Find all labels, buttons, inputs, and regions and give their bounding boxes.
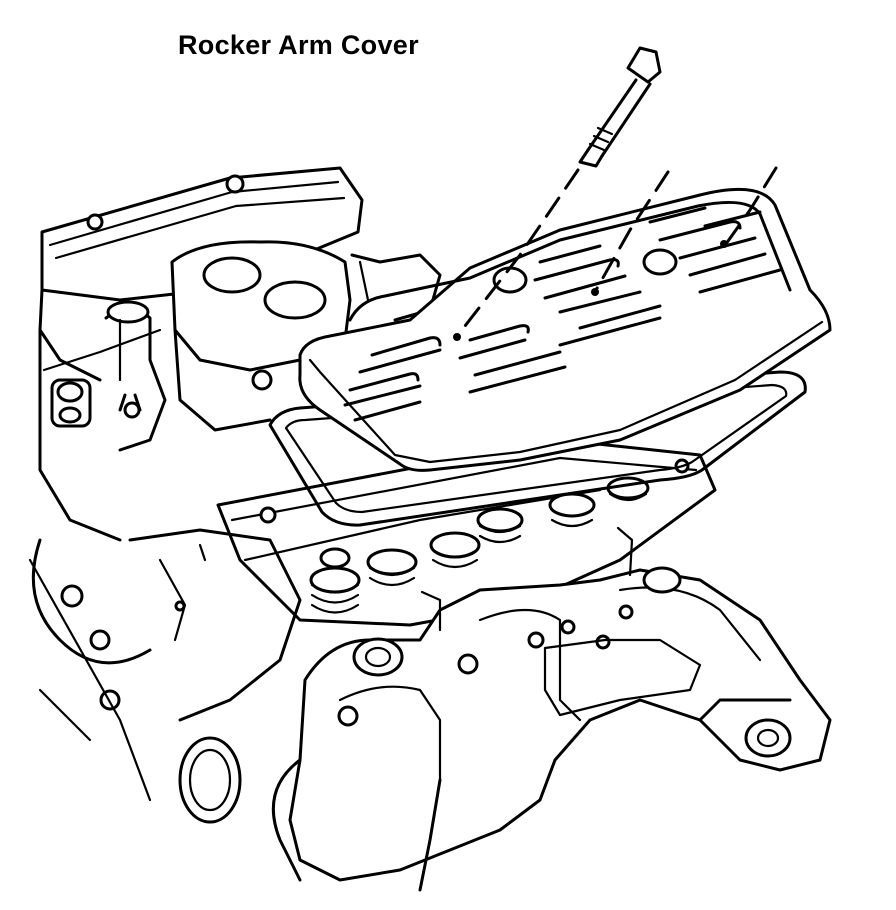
engine-block-icon	[28, 166, 364, 824]
cover-ribs	[343, 206, 782, 422]
gasket-icon	[268, 370, 807, 527]
diagram-title: Rocker Arm Cover	[178, 30, 419, 60]
valve-springs	[309, 476, 650, 614]
bolt-icon	[578, 46, 662, 168]
exhaust-manifold-icon	[271, 526, 832, 892]
rocker-arm-cover-icon	[298, 187, 832, 472]
front-bracket-icon	[128, 528, 302, 722]
alignment-lines	[456, 166, 778, 337]
intake-manifold-icon	[104, 240, 442, 452]
cylinder-head-icon	[216, 438, 717, 627]
